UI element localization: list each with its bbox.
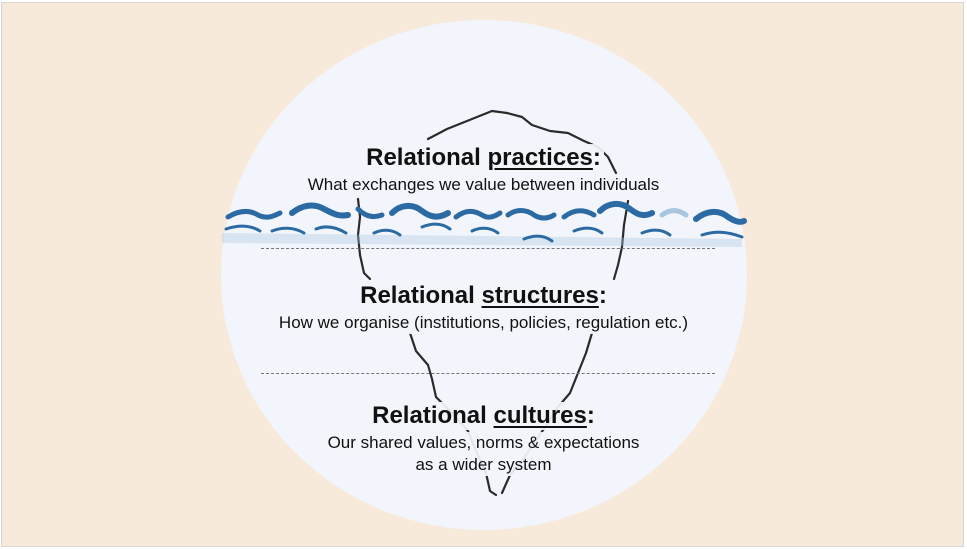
iceberg-illustration [222, 109, 747, 497]
layer-structures-description: How we organise (institutions, policies,… [275, 312, 692, 334]
heading-prefix: Relational [360, 282, 475, 309]
layer-cultures-description-line-1: Our shared values, norms & expectations [324, 432, 643, 454]
heading-suffix: : [598, 282, 607, 309]
heading-keyword: structures [481, 282, 599, 309]
heading-suffix: : [586, 402, 595, 429]
layer-practices: Relational practices: What exchanges we … [2, 144, 963, 196]
layer-structures-heading: Relational structures: [357, 282, 610, 310]
layer-practices-description: What exchanges we value between individu… [304, 174, 663, 196]
heading-keyword: cultures [493, 402, 587, 429]
heading-suffix: : [592, 144, 601, 171]
layer-practices-heading: Relational practices: [363, 144, 604, 172]
layer-structures: Relational structures: How we organise (… [2, 282, 963, 334]
water-waves-icon [222, 201, 747, 247]
layer-cultures: Relational cultures: Our shared values, … [2, 402, 963, 476]
heading-prefix: Relational [372, 402, 487, 429]
heading-keyword: practices [487, 144, 593, 171]
heading-prefix: Relational [366, 144, 481, 171]
divider-waterline [261, 248, 715, 249]
divider-lower [261, 373, 715, 374]
layer-cultures-description-line-2: as a wider system [412, 454, 555, 476]
layer-cultures-heading: Relational cultures: [369, 402, 598, 430]
